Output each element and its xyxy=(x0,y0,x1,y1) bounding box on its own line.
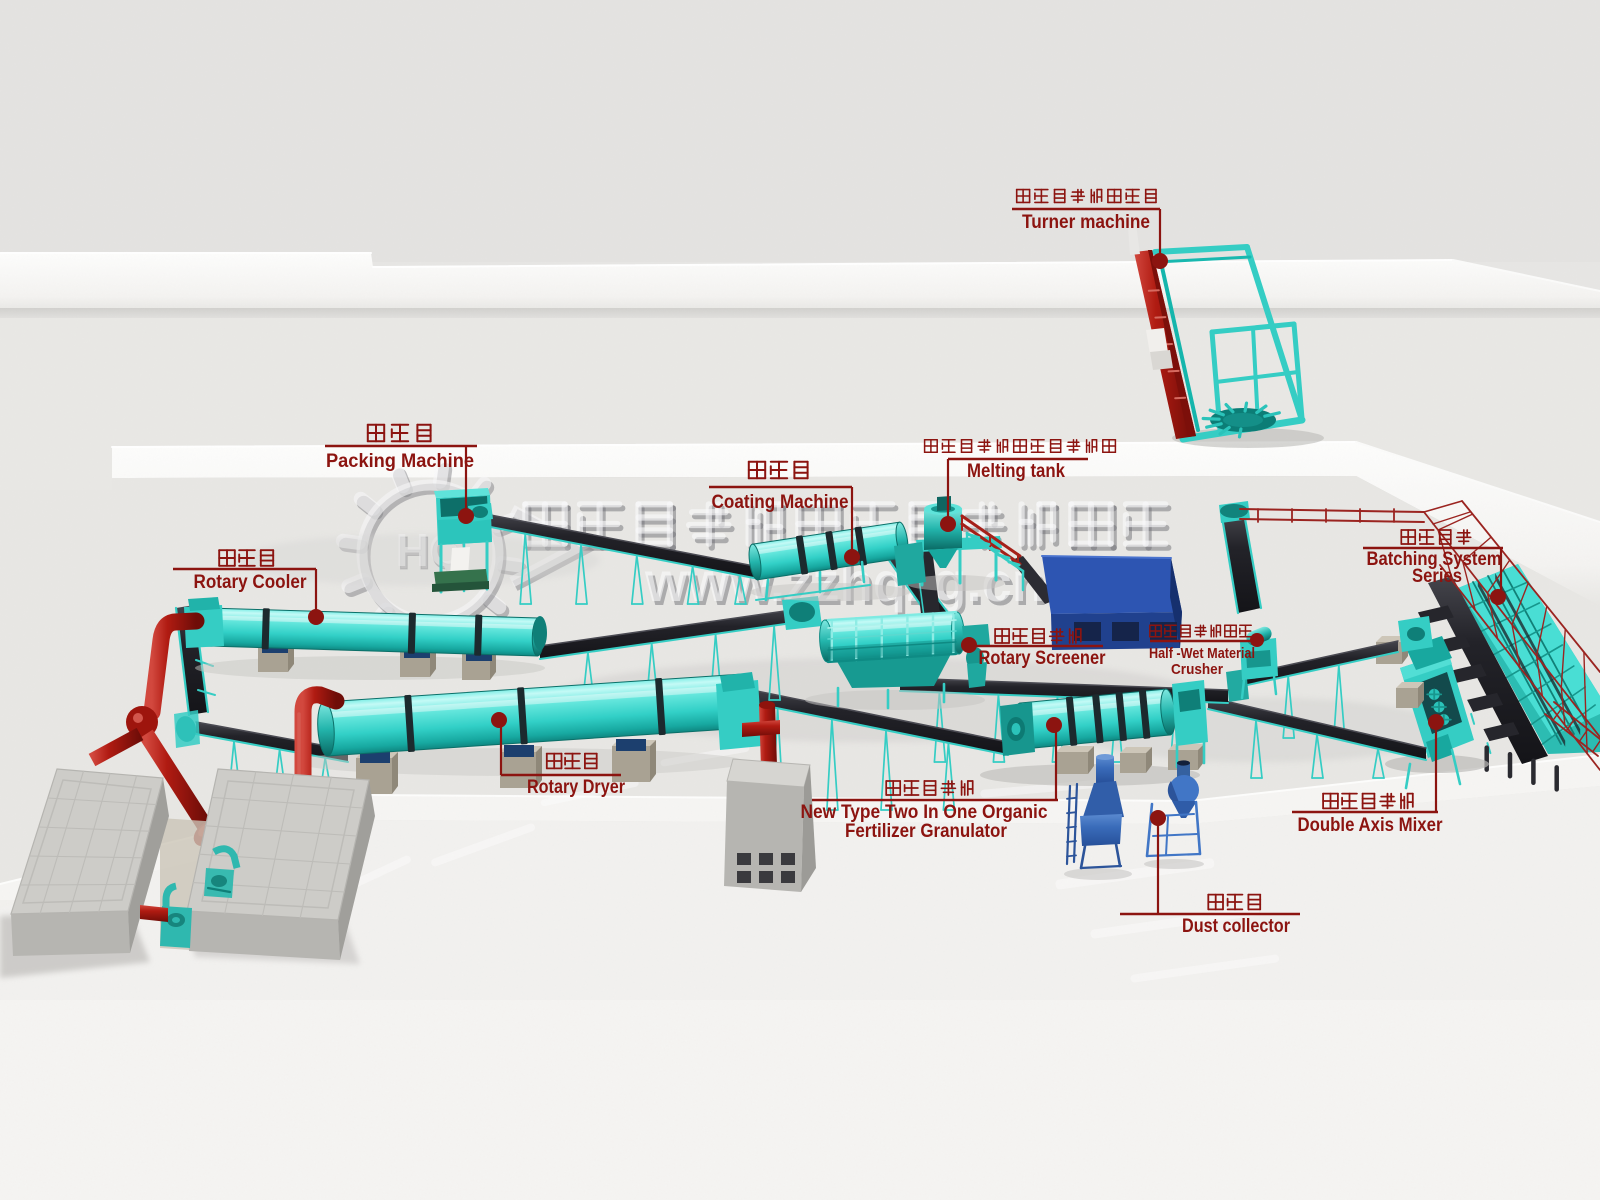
svg-text:Turner machine: Turner machine xyxy=(1022,211,1150,233)
svg-text:Melting tank: Melting tank xyxy=(967,460,1065,482)
svg-text:Crusher: Crusher xyxy=(1171,661,1223,678)
svg-text:Rotary Screener: Rotary Screener xyxy=(979,647,1106,669)
svg-text:Fertilizer Granulator: Fertilizer Granulator xyxy=(845,820,1007,842)
svg-text:Half -Wet Material: Half -Wet Material xyxy=(1149,645,1255,662)
svg-text:Batching System: Batching System xyxy=(1367,548,1502,570)
svg-text:Coating Machine: Coating Machine xyxy=(712,491,849,513)
svg-text:Rotary Dryer: Rotary Dryer xyxy=(527,776,625,798)
svg-text:New Type Two In One Organic: New Type Two In One Organic xyxy=(801,801,1048,823)
svg-text:Rotary Cooler: Rotary Cooler xyxy=(194,571,307,593)
svg-text:Packing Machine: Packing Machine xyxy=(326,450,474,472)
svg-text:Dust collector: Dust collector xyxy=(1182,915,1290,937)
svg-text:Series: Series xyxy=(1412,565,1462,587)
svg-text:Double Axis Mixer: Double Axis Mixer xyxy=(1298,814,1443,836)
